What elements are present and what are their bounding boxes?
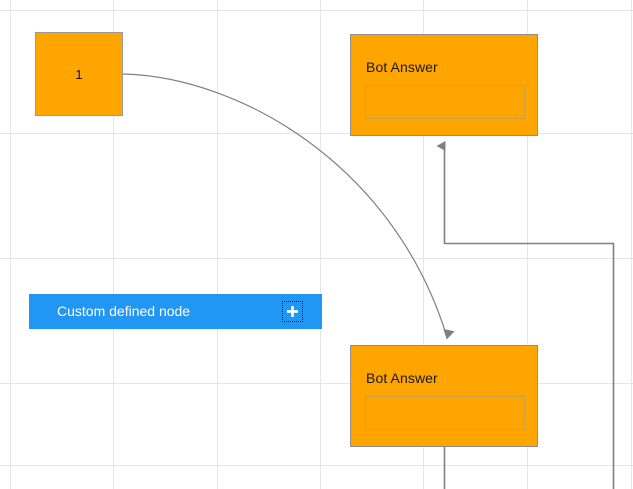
- bot-answer-title: Bot Answer: [366, 370, 438, 386]
- custom-defined-node-label: Custom defined node: [57, 303, 191, 319]
- start-node-label: 1: [75, 66, 83, 82]
- bot-answer-node-bottom[interactable]: Bot Answer: [350, 345, 538, 447]
- start-node[interactable]: 1: [35, 32, 123, 116]
- bot-answer-slot[interactable]: [365, 396, 525, 430]
- bot-answer-slot[interactable]: [365, 85, 525, 119]
- plus-icon[interactable]: [282, 301, 303, 322]
- bot-answer-title: Bot Answer: [366, 59, 438, 75]
- custom-defined-node-item[interactable]: Custom defined node: [29, 294, 322, 329]
- bot-answer-node-top[interactable]: Bot Answer: [350, 34, 538, 136]
